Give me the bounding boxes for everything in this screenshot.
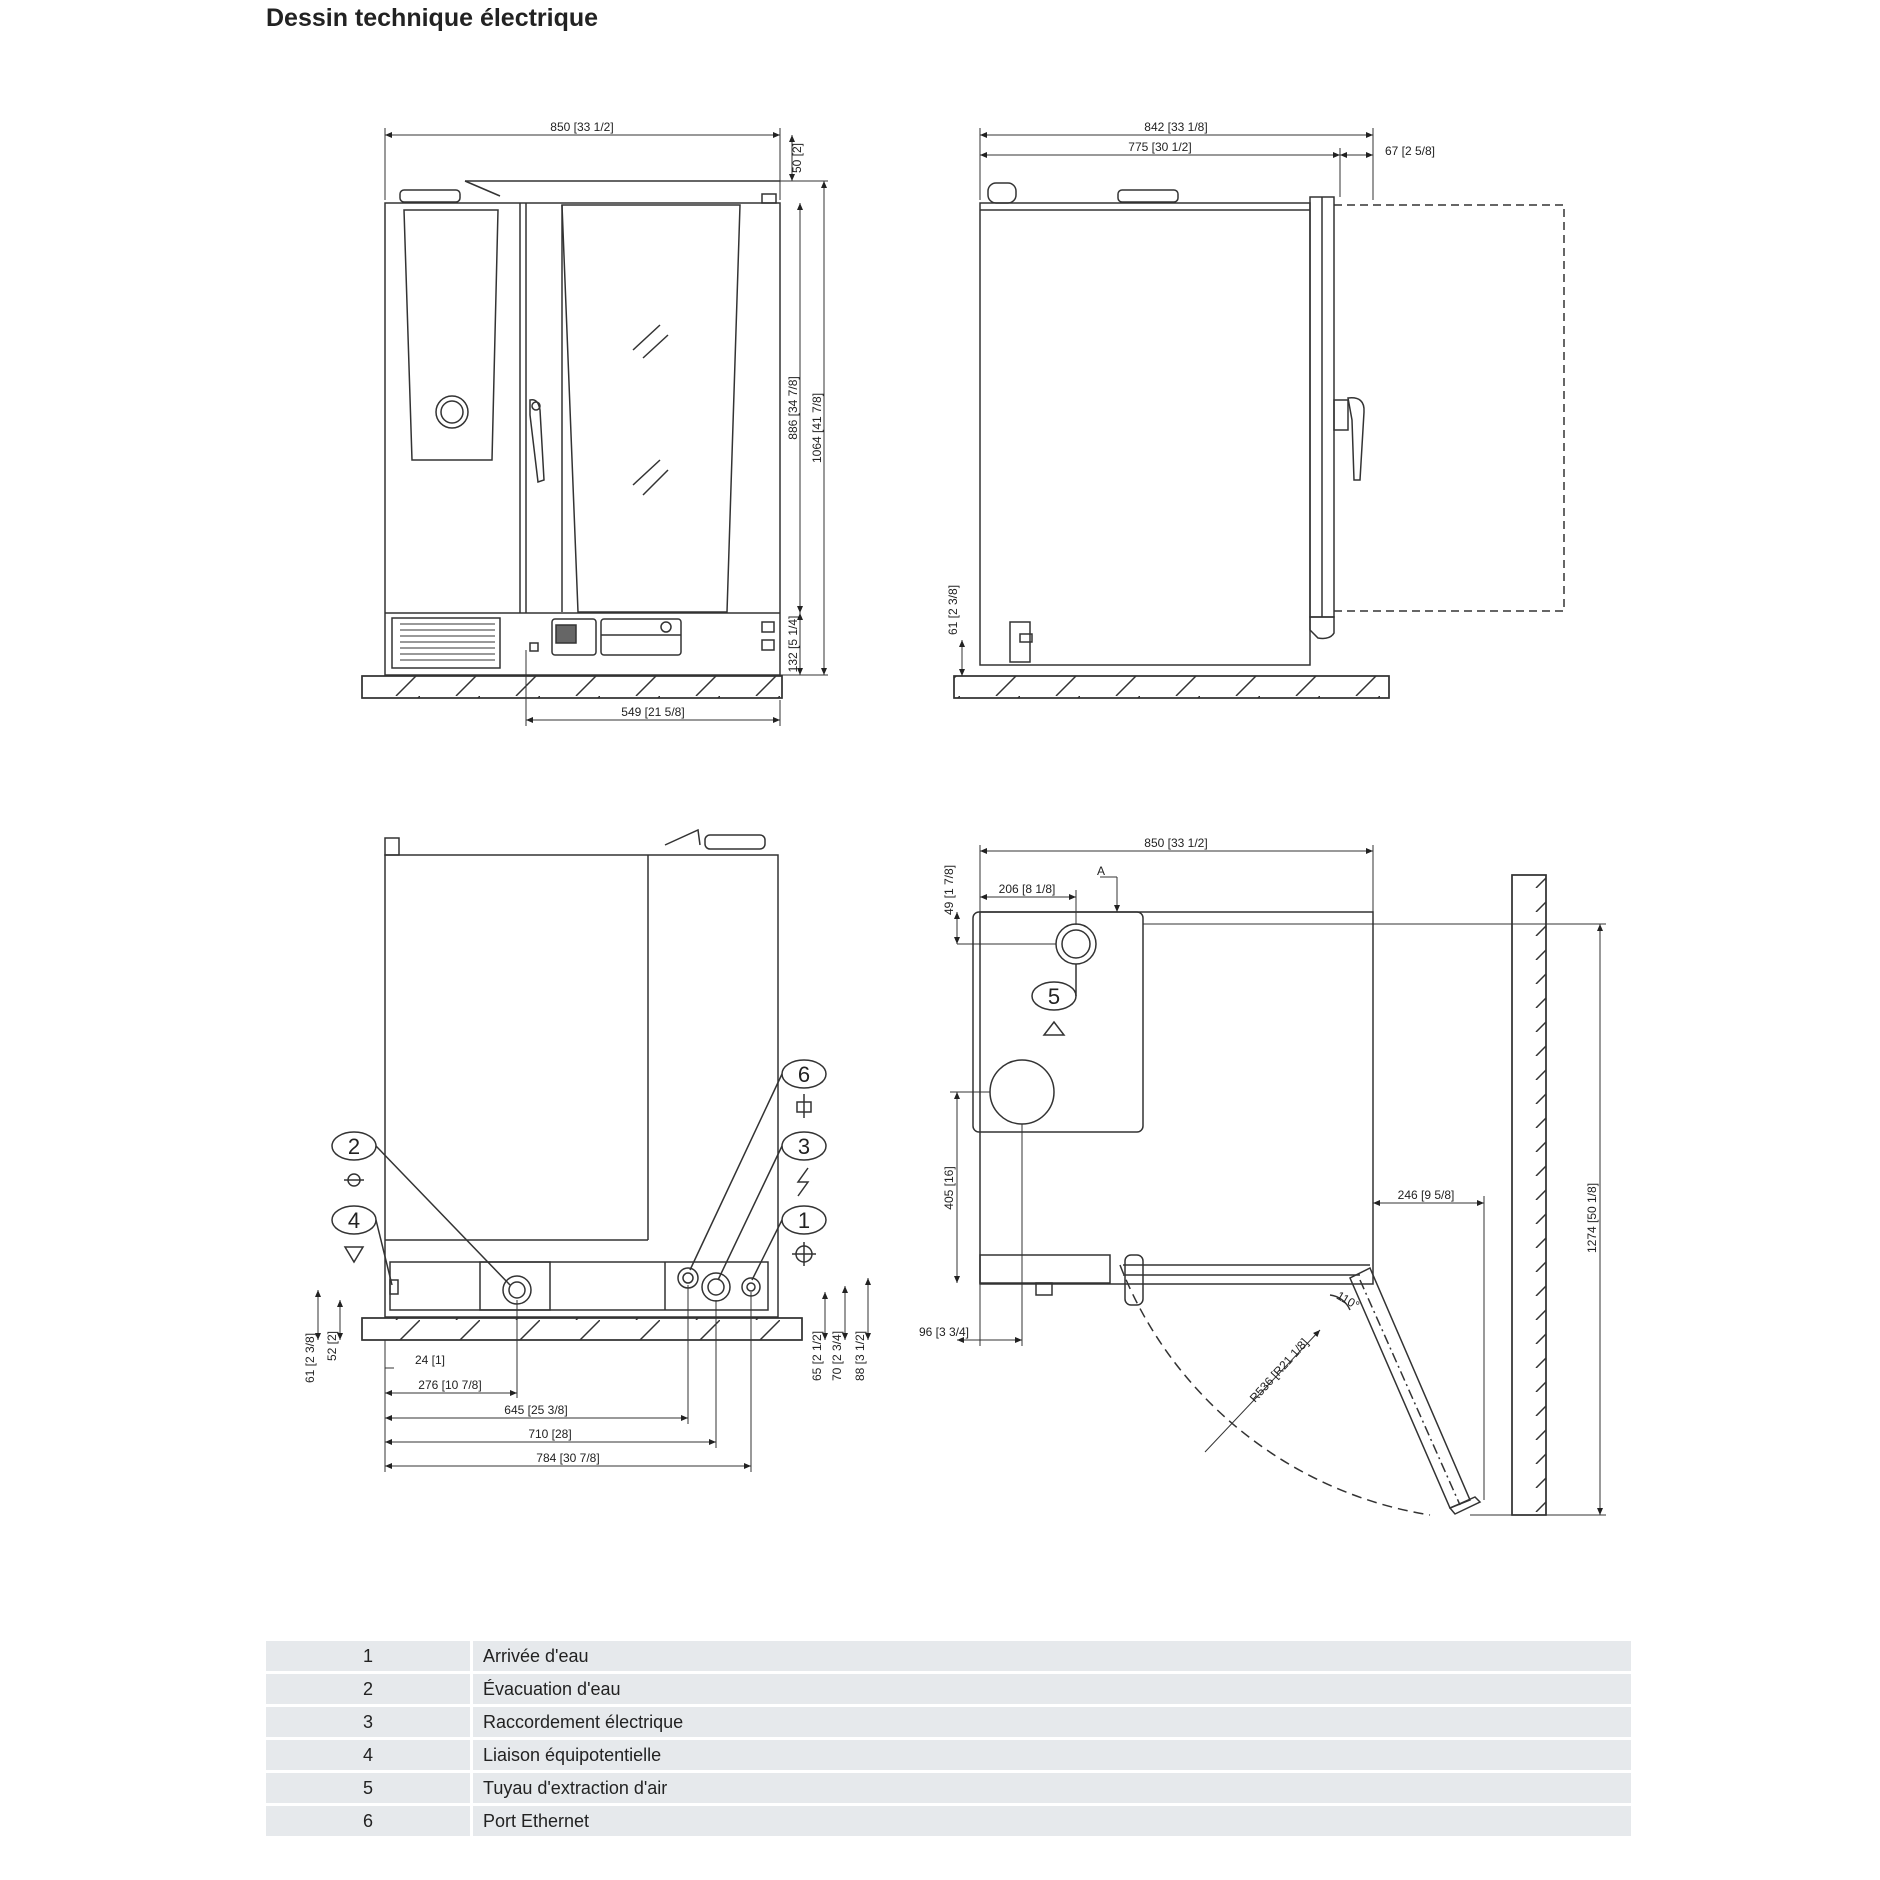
legend-num: 1 xyxy=(266,1641,473,1671)
rear-view xyxy=(331,828,827,1341)
callout-4: 4 xyxy=(348,1208,360,1233)
dim-side-775: 775 [30 1/2] xyxy=(1128,140,1191,154)
dim-top-angle: 110° xyxy=(1334,1288,1362,1312)
side-view xyxy=(953,182,1565,699)
dim-top-246: 246 [9 5/8] xyxy=(1398,1188,1455,1202)
dim-front-1064: 1064 [41 7/8] xyxy=(810,393,824,463)
rear-body xyxy=(384,854,779,1318)
dim-rear-645: 645 [25 3/8] xyxy=(504,1403,567,1417)
legend-label: Évacuation d'eau xyxy=(473,1674,1631,1704)
dim-rear-61: 61 [2 3/8] xyxy=(303,1333,317,1383)
dim-rear-24: 24 [1] xyxy=(415,1353,445,1367)
page-title: Dessin technique électrique xyxy=(266,4,599,32)
dim-top-radius: R536 [R21 1/8] xyxy=(1247,1336,1311,1405)
dim-front-top-gap: 50 [2] xyxy=(790,143,804,173)
legend-label: Liaison équipotentielle xyxy=(473,1740,1631,1770)
control-knob xyxy=(435,395,469,429)
side-handle xyxy=(1347,397,1365,481)
dim-top-206: 206 [8 1/8] xyxy=(999,882,1056,896)
legend-num: 4 xyxy=(266,1740,473,1770)
callout-3: 3 xyxy=(798,1134,810,1159)
vent-grill xyxy=(391,617,501,669)
dim-rear-70: 70 [2 3/4] xyxy=(830,1331,844,1381)
legend-row: 2 Évacuation d'eau xyxy=(266,1674,1631,1704)
legend-row: 3 Raccordement électrique xyxy=(266,1707,1631,1737)
dim-rear-710: 710 [28] xyxy=(528,1427,571,1441)
dim-rear-276: 276 [10 7/8] xyxy=(418,1378,481,1392)
legend-num: 6 xyxy=(266,1806,473,1836)
dim-front-886: 886 [34 7/8] xyxy=(786,376,800,439)
top-body xyxy=(979,911,1374,1285)
marker-a: A xyxy=(1097,864,1105,878)
door-glass xyxy=(561,204,741,613)
front-floor xyxy=(361,675,783,699)
side-body xyxy=(979,202,1311,666)
callout-6: 6 xyxy=(798,1062,810,1087)
equipotential-symbol xyxy=(343,1246,365,1264)
front-floor-hatch xyxy=(361,675,783,699)
callout-1: 1 xyxy=(798,1208,810,1233)
dim-rear-65: 65 [2 1/2] xyxy=(810,1331,824,1381)
wall-hatch xyxy=(1511,874,1547,1516)
top-view xyxy=(972,874,1547,1516)
legend-row: 4 Liaison équipotentielle xyxy=(266,1740,1631,1770)
front-body xyxy=(384,202,781,676)
dim-side-61: 61 [2 3/8] xyxy=(946,585,960,635)
legend-label: Arrivée d'eau xyxy=(473,1641,1631,1671)
door-open xyxy=(1349,1266,1471,1509)
dim-front-549: 549 [21 5/8] xyxy=(621,705,684,719)
legend-row: 5 Tuyau d'extraction d'air xyxy=(266,1773,1631,1803)
dim-top-1274: 1274 [50 1/8] xyxy=(1585,1183,1599,1253)
dim-front-132: 132 [5 1/4] xyxy=(786,616,800,673)
legend-table: 1 Arrivée d'eau 2 Évacuation d'eau 3 Rac… xyxy=(266,1638,1631,1839)
callout-2: 2 xyxy=(348,1134,360,1159)
dim-top-49: 49 [1 7/8] xyxy=(942,865,956,915)
large-port xyxy=(989,1059,1055,1125)
dim-top-405: 405 [16] xyxy=(942,1166,956,1209)
callout-5: 5 xyxy=(1048,984,1060,1009)
front-view xyxy=(361,180,783,699)
dim-top-96: 96 [3 3/4] xyxy=(919,1325,969,1339)
dim-rear-88: 88 [3 1/2] xyxy=(853,1331,867,1381)
legend-num: 2 xyxy=(266,1674,473,1704)
legend-label: Tuyau d'extraction d'air xyxy=(473,1773,1631,1803)
dim-top-850: 850 [33 1/2] xyxy=(1144,836,1207,850)
drain-outlet xyxy=(502,1275,532,1305)
dim-rear-784: 784 [30 7/8] xyxy=(536,1451,599,1465)
legend-label: Raccordement électrique xyxy=(473,1707,1631,1737)
legend-row: 6 Port Ethernet xyxy=(266,1806,1631,1836)
dim-side-67: 67 [2 5/8] xyxy=(1385,144,1435,158)
control-panel xyxy=(403,209,499,461)
legend-num: 5 xyxy=(266,1773,473,1803)
legend-label: Port Ethernet xyxy=(473,1806,1631,1836)
electric-symbol xyxy=(796,1167,810,1197)
legend-num: 3 xyxy=(266,1707,473,1737)
dim-front-width: 850 [33 1/2] xyxy=(550,120,613,134)
legend-row: 1 Arrivée d'eau xyxy=(266,1641,1631,1671)
dim-rear-52: 52 [2] xyxy=(325,1331,339,1361)
door-handle xyxy=(529,398,545,484)
dim-side-842: 842 [33 1/8] xyxy=(1144,120,1207,134)
door-swing-arc xyxy=(1119,1264,1431,1516)
